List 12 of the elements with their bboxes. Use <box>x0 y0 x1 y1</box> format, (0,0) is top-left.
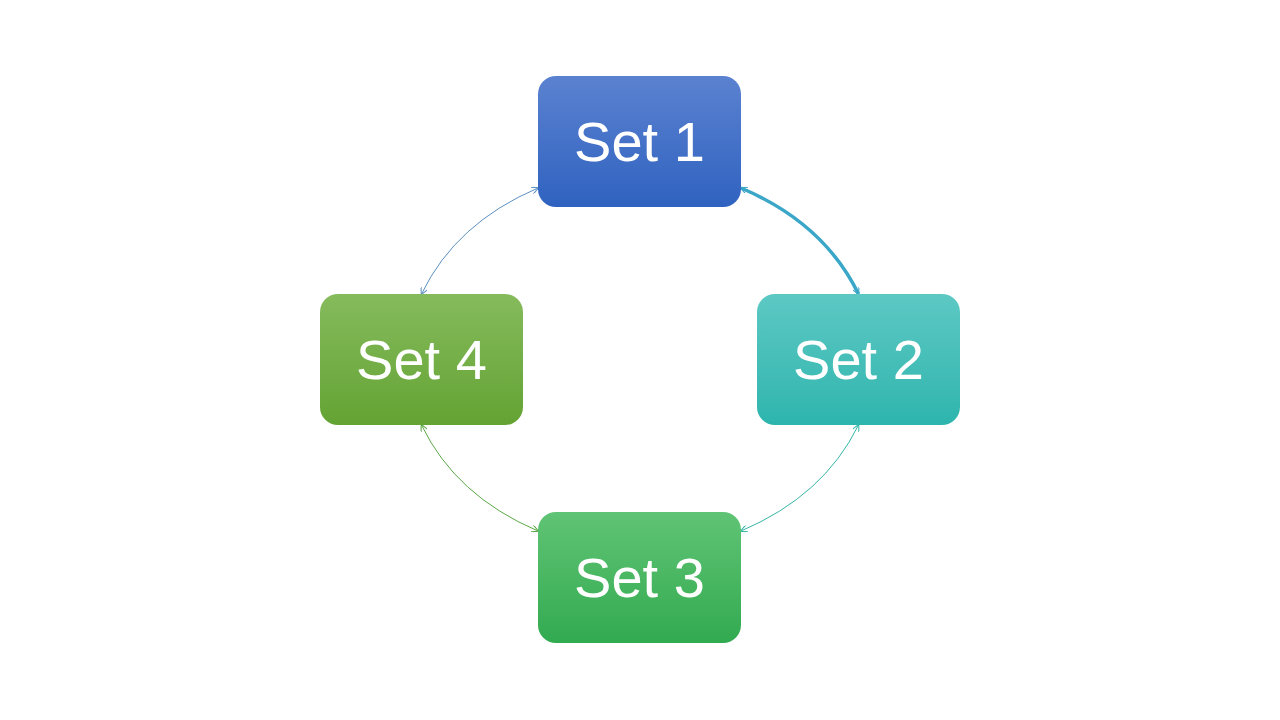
box-label: Set 3 <box>574 549 705 606</box>
box-label: Set 4 <box>356 331 487 388</box>
rounded-box <box>538 512 741 643</box>
box-label: Set 2 <box>793 331 924 388</box>
double-arrow <box>739 186 861 296</box>
box-label: Set 1 <box>574 113 705 170</box>
double-arrow <box>420 186 540 296</box>
rounded-box <box>757 294 960 425</box>
double-arrow <box>420 423 540 533</box>
rounded-box <box>538 76 741 207</box>
rounded-box <box>320 294 523 425</box>
double-arrow <box>739 423 860 533</box>
